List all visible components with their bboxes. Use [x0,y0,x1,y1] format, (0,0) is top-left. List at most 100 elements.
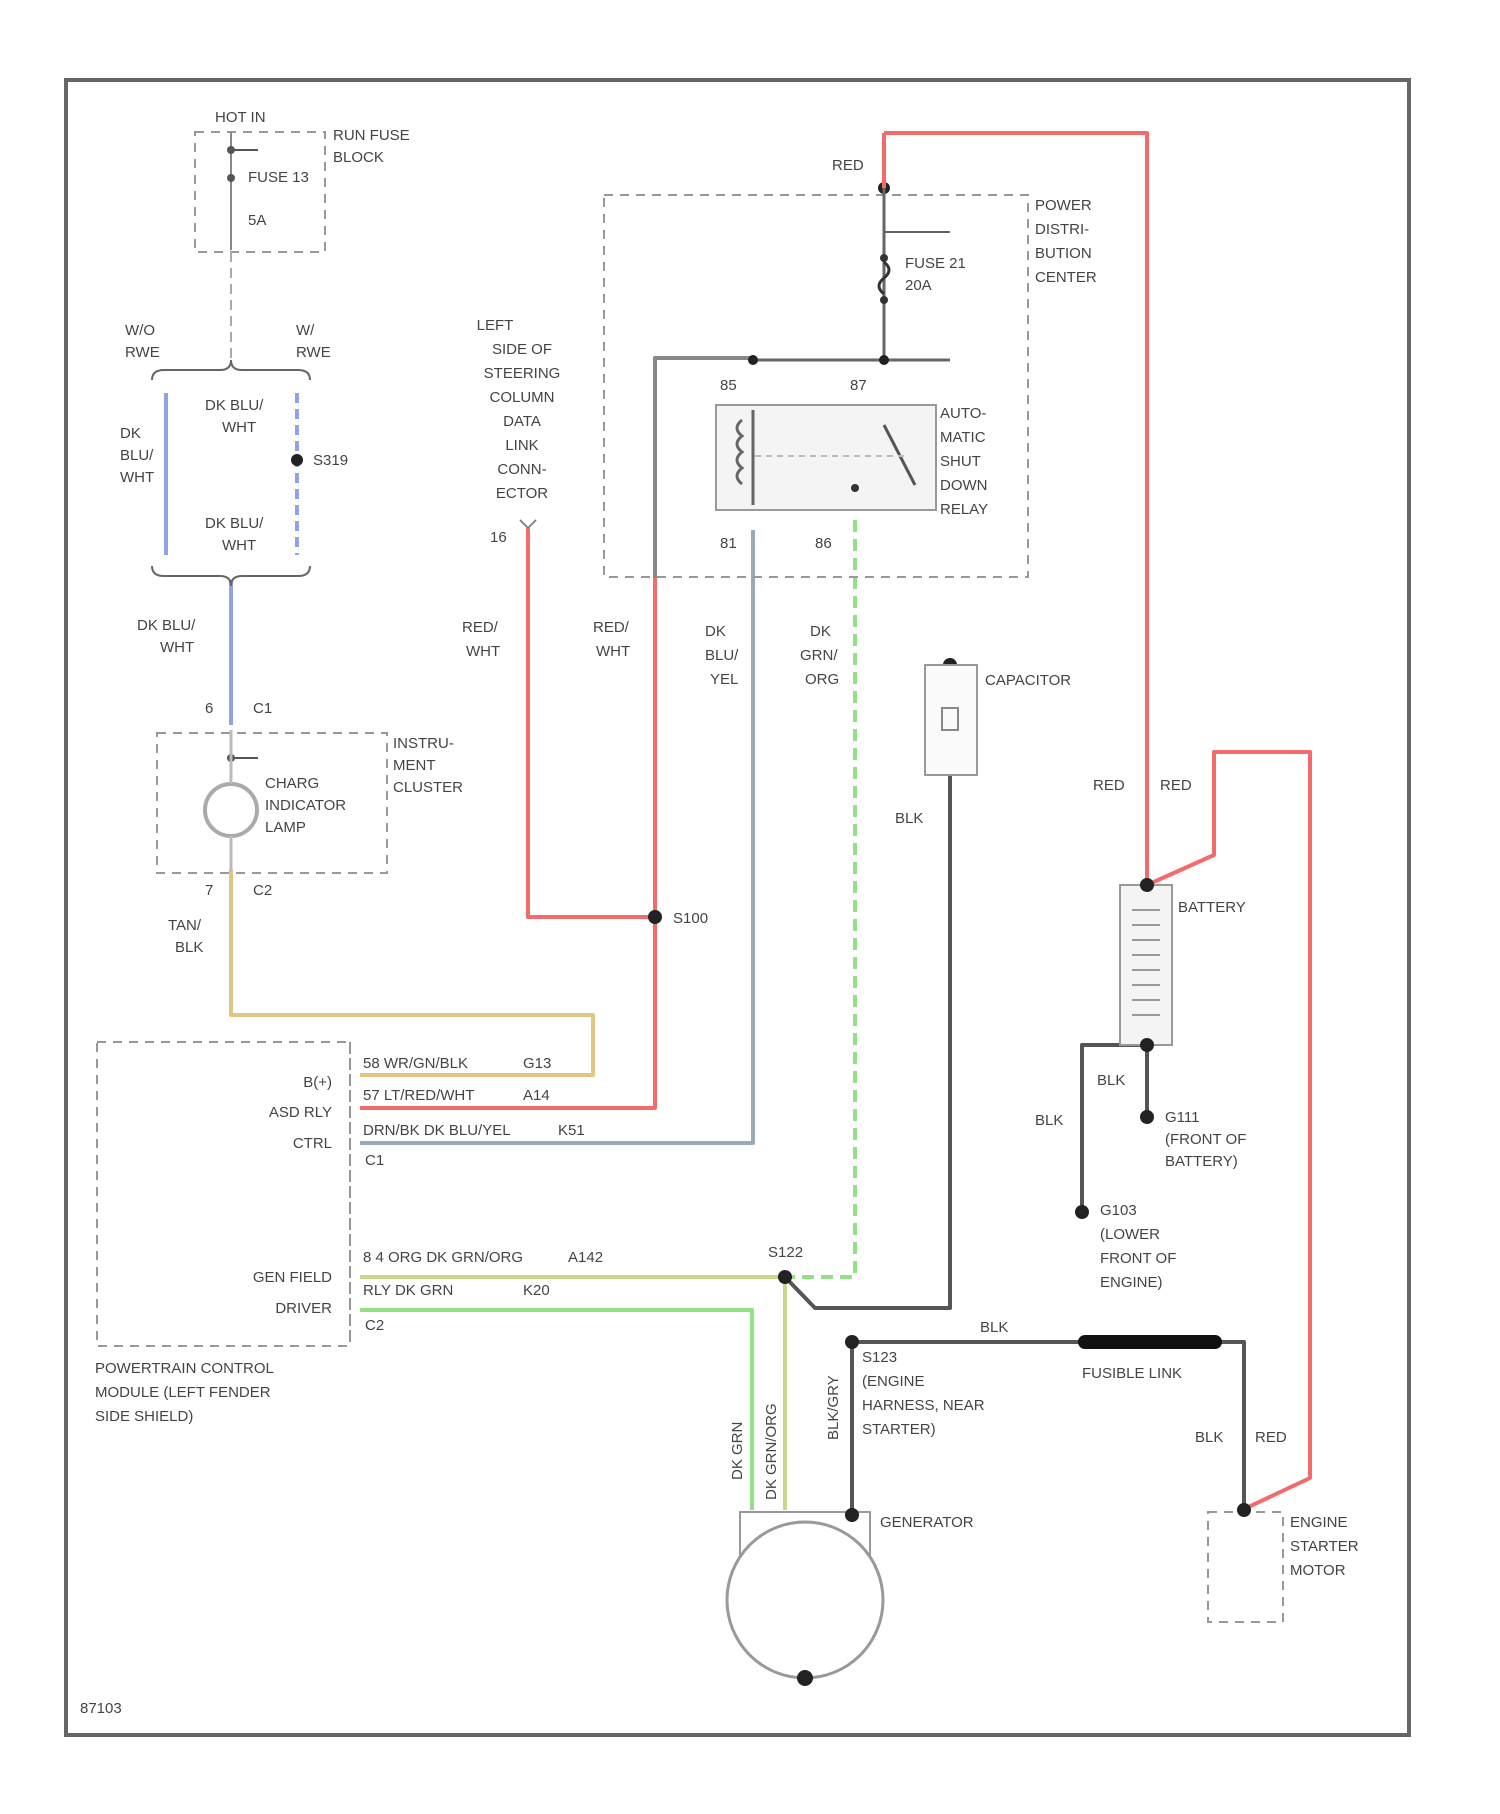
red-label-b: RED [1160,777,1192,794]
generator-label: GENERATOR [880,1514,974,1531]
bottom-wire-label: DK BLU/WHT [205,515,264,554]
pcm-b-plus-circuit: G13 [523,1055,551,1072]
pcm-driver-circuit: K20 [523,1282,550,1299]
pcm-asd-rly-label: ASD RLY [269,1104,332,1121]
pcm-asd-rly-circuit: A14 [523,1087,550,1104]
s122-splice-dot [778,1270,792,1284]
diagram-code: 87103 [80,1700,122,1717]
wires [166,133,1310,1515]
wire-tan-blk [231,870,593,1075]
battery-positive-node [1140,878,1154,892]
cluster-pin-7: 7 [205,882,213,899]
pcm-b-plus-label: B(+) [303,1074,332,1091]
hot-in-label: HOT IN [215,109,266,126]
wire-blk-link-starter [1215,1342,1244,1510]
wire-driver [360,1310,752,1510]
blk-starter-label: BLK [1195,1429,1223,1446]
dk-grn-vertical-label: DK GRN [729,1422,746,1480]
s100-label: S100 [673,910,708,927]
pcm-gen-field-circuit: A142 [568,1249,603,1266]
asd-relay-label: AUTO-MATICSHUTDOWNRELAY [940,405,988,518]
pcm-gen-field-label: GEN FIELD [253,1269,332,1286]
dk-grn-org-vertical-label: DK GRN/ORG [763,1403,780,1500]
relay-pin-87: 87 [850,377,867,394]
g103-ground-dot [1075,1205,1089,1219]
cluster-conn-c1: C1 [253,700,272,717]
run-fuse-block-outline [195,132,325,252]
cluster-conn-c2: C2 [253,882,272,899]
blk-gry-vertical-label: BLK/GRY [825,1375,842,1440]
dlc-pin-16: 16 [490,529,507,546]
cluster-pin-6: 6 [205,700,213,717]
red-label-a: RED [1093,777,1125,794]
capacitor-label: CAPACITOR [985,672,1071,689]
splice-bracket-top [152,360,310,380]
fuse-21-top [880,254,888,262]
fuse-21-bottom [880,296,888,304]
wire-blk-battery-ground [1082,1045,1147,1212]
w-abs-label: W/RWE [296,322,331,361]
s122-label: S122 [768,1244,803,1261]
capacitor: CAPACITOR BLK [895,658,1071,827]
splice-bracket-bottom [152,566,310,586]
battery-label: BATTERY [1178,899,1246,916]
red-starter-label: RED [1255,1429,1287,1446]
wire-dk-blu-yel [360,530,753,1143]
pcm-ctrl-circuit: K51 [558,1122,585,1139]
charge-indicator-lamp-icon [205,784,257,836]
pcm-driver-wire: RLY DK GRN [363,1282,453,1299]
pcm-conn-c1: C1 [365,1152,384,1169]
s319-splice-dot [291,454,303,466]
s123-label: S123(ENGINEHARNESS, NEARSTARTER) [862,1349,985,1438]
s123-splice-dot [845,1335,859,1349]
relay-contact [851,484,859,492]
pcm-ctrl-label: CTRL [293,1135,332,1152]
top-wire-label: DK BLU/WHT [205,397,264,436]
generator: GENERATOR [727,1508,974,1686]
blk-battery-label-2: BLK [1035,1112,1063,1129]
pdc-red-wire-label: RED [832,157,864,174]
pcm-conn-c2: C2 [365,1317,384,1334]
capacitor-body [925,665,977,775]
starter-input-node [1237,1503,1251,1517]
red-wht-label-2: RED/WHT [593,619,630,660]
relay-pin-86: 86 [815,535,832,552]
pdc-node-85 [748,355,758,365]
relay-pin-85: 85 [720,377,737,394]
blk-link-label: BLK [980,1319,1008,1336]
tan-blk-label: TAN/BLK [168,917,203,956]
g111-ground-dot [1140,1110,1154,1124]
dlc-terminal-icon [520,520,536,528]
fuse-terminal-bottom [227,174,235,182]
generator-body-icon [727,1522,883,1678]
pdc-node-87 [879,355,889,365]
pdc-outline [604,195,1028,577]
fusible-link-label: FUSIBLE LINK [1082,1365,1182,1382]
pcm-driver-label: DRIVER [275,1300,332,1317]
blk-battery-label-1: BLK [1097,1072,1125,1089]
starter-outline [1208,1512,1283,1622]
pcm-b-plus-wire: 58 WR/GN/BLK [363,1055,468,1072]
battery-negative-node [1140,1038,1154,1052]
pcm-gen-field-wire: 8 4 ORG DK GRN/ORG [363,1249,523,1266]
powertrain-control-module: B(+) 58 WR/GN/BLK G13 ASD RLY 57 LT/RED/… [95,1042,603,1425]
